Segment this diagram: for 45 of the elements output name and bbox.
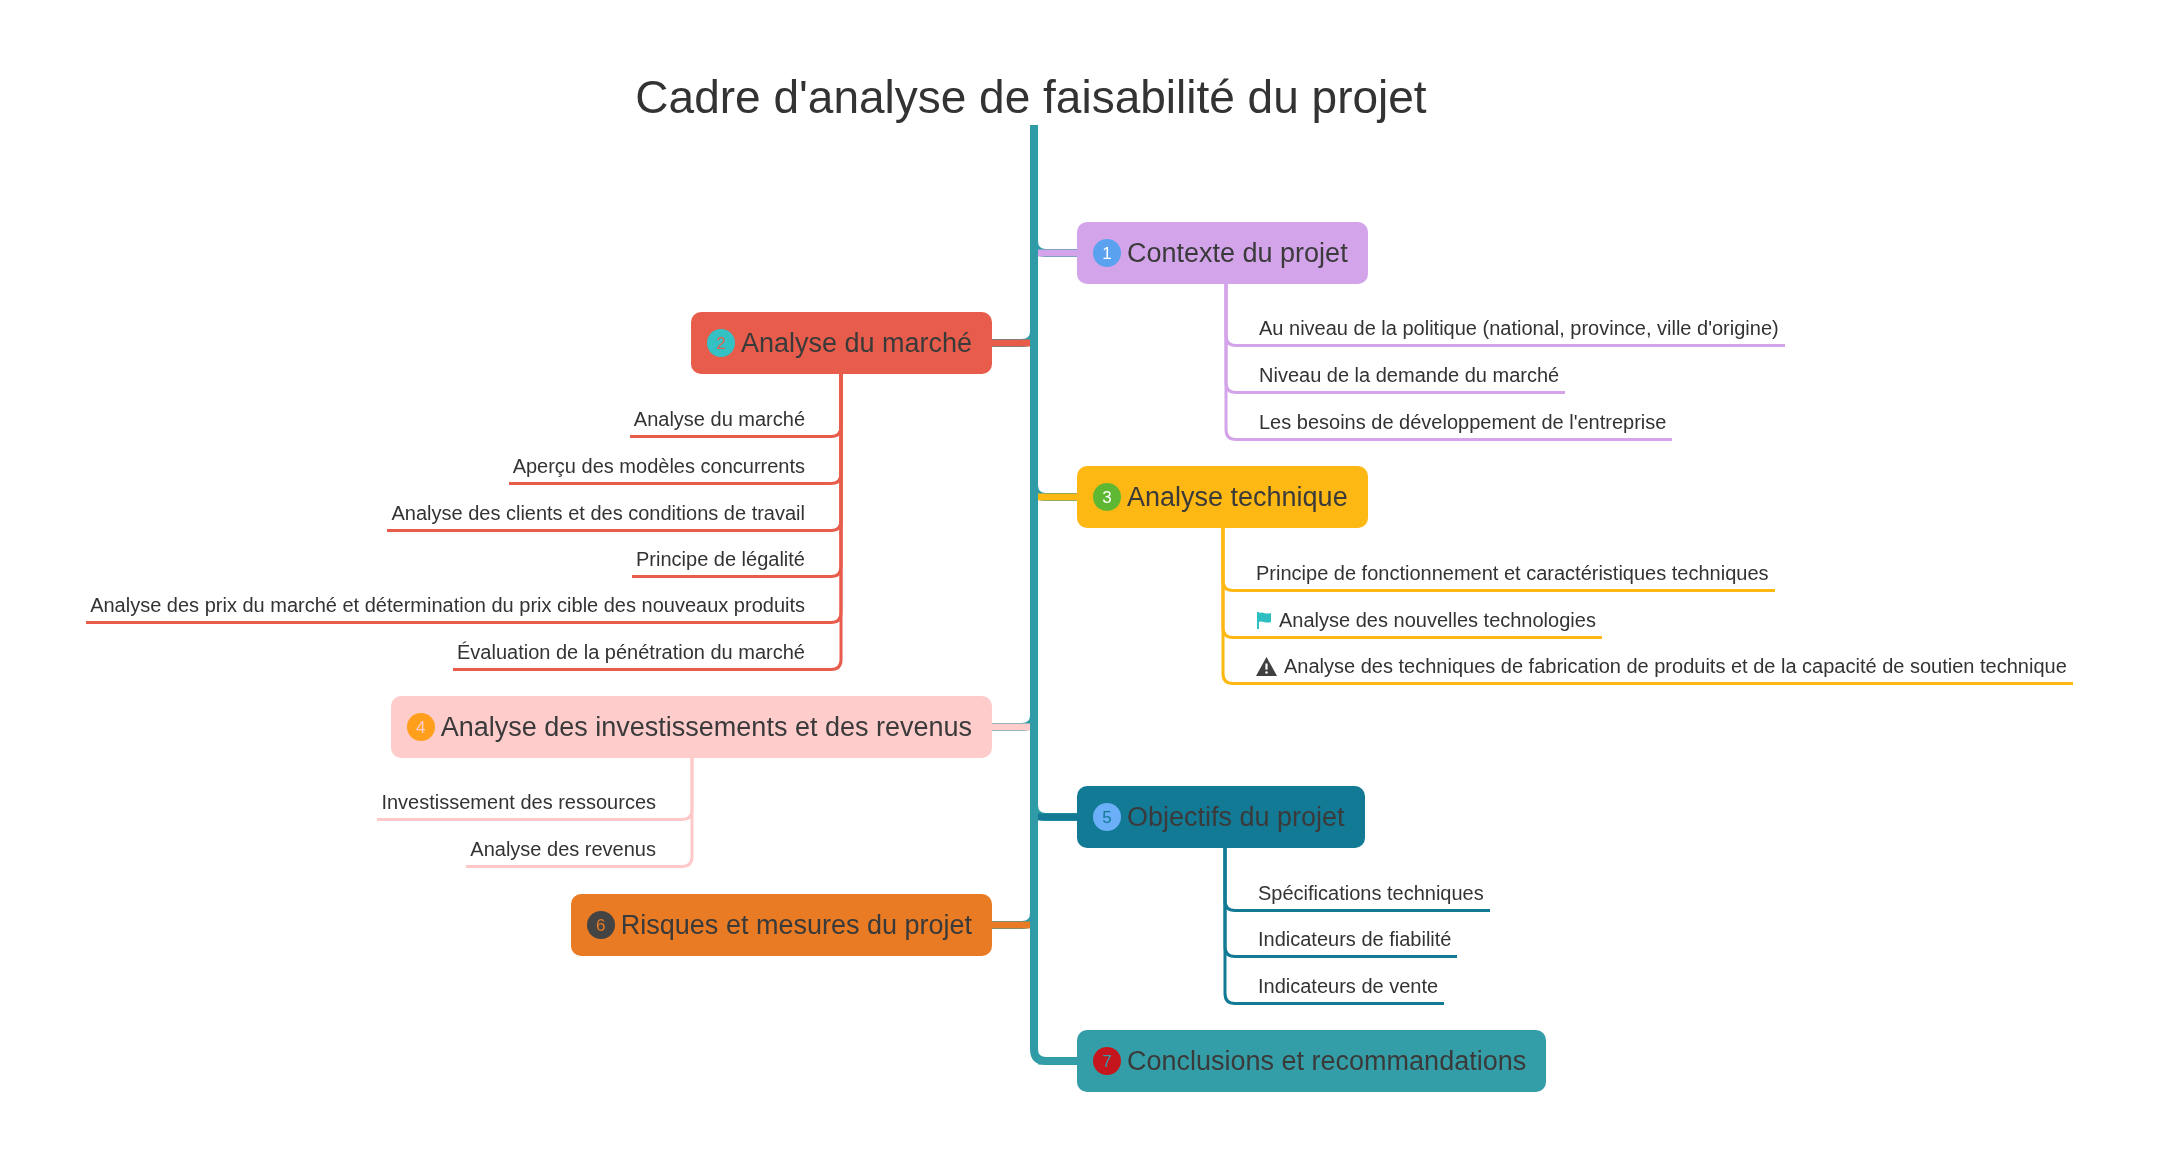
number-marker: 2 [706,329,735,357]
subtopic-text: Spécifications techniques [1258,881,1484,906]
subtopic-text: Analyse du marché [633,407,805,432]
number-marker: 4 [406,713,435,741]
connector-line [829,374,843,671]
connector-line [1221,528,1235,685]
map-title: Cadre d'analyse de faisabilité du projet [635,70,1427,126]
subtopic-text: Analyse des nouvelles technologies [1279,608,1596,633]
connector-line [1224,284,1238,441]
topic-title: Analyse du marché [740,326,972,360]
topic-box [1077,222,1368,284]
topic-box [1077,1030,1547,1092]
number-marker: 6 [586,911,615,939]
topic-title: Objectifs du projet [1127,800,1345,834]
underlined-subtopic [453,639,831,671]
topic-box [1077,466,1368,528]
topic-title: Contexte du projet [1127,236,1348,270]
subtopic-text: Analyse des revenus [470,837,656,862]
topic-title: Analyse des investissements et des revenus [440,710,972,744]
subtopic-text: Indicateurs de vente [1258,974,1439,999]
number-marker: 5 [1093,803,1121,831]
number-marker: 3 [1093,483,1121,511]
subtopic-text: Aperçu des modèles concurrents [512,454,805,479]
subtopic-text: Investissement des ressources [381,790,656,815]
subtopic-text: Évaluation de la pénétration du marché [457,640,805,665]
topic-title: Conclusions et recommandations [1127,1044,1527,1078]
subtopic-text: Analyse des clients et des conditions de travail [391,501,805,526]
topic-box [390,696,992,758]
subtopic-text: Principe de légalité [636,547,805,572]
topic-box [690,312,992,374]
topic-box [1077,786,1365,848]
number-marker: 7 [1093,1047,1121,1075]
topic-title: Risques et mesures du projet [620,908,972,942]
topic-title: Analyse technique [1127,480,1348,514]
subtopic-text: Les besoins de développement de l'entreprise [1259,410,1667,435]
topic-box [570,894,992,956]
connector-line [680,758,694,868]
connector-line [1223,848,1237,1005]
subtopic-text: Indicateurs de fiabilité [1258,927,1452,952]
subtopic-text: Principe de fonctionnement et caractéristiques techniques [1256,561,1769,586]
subtopic-text: Niveau de la demande du marché [1259,363,1560,388]
subtopic-text: Analyse des prix du marché et détermination du prix cible des nouveaux produits [90,593,805,618]
subtopic-text: Au niveau de la politique (national, province, ville d'origine) [1259,316,1779,341]
subtopic-text: Analyse des techniques de fabrication de produits et de la capacité de soutien technique [1284,654,2067,679]
number-marker: 1 [1093,239,1121,267]
